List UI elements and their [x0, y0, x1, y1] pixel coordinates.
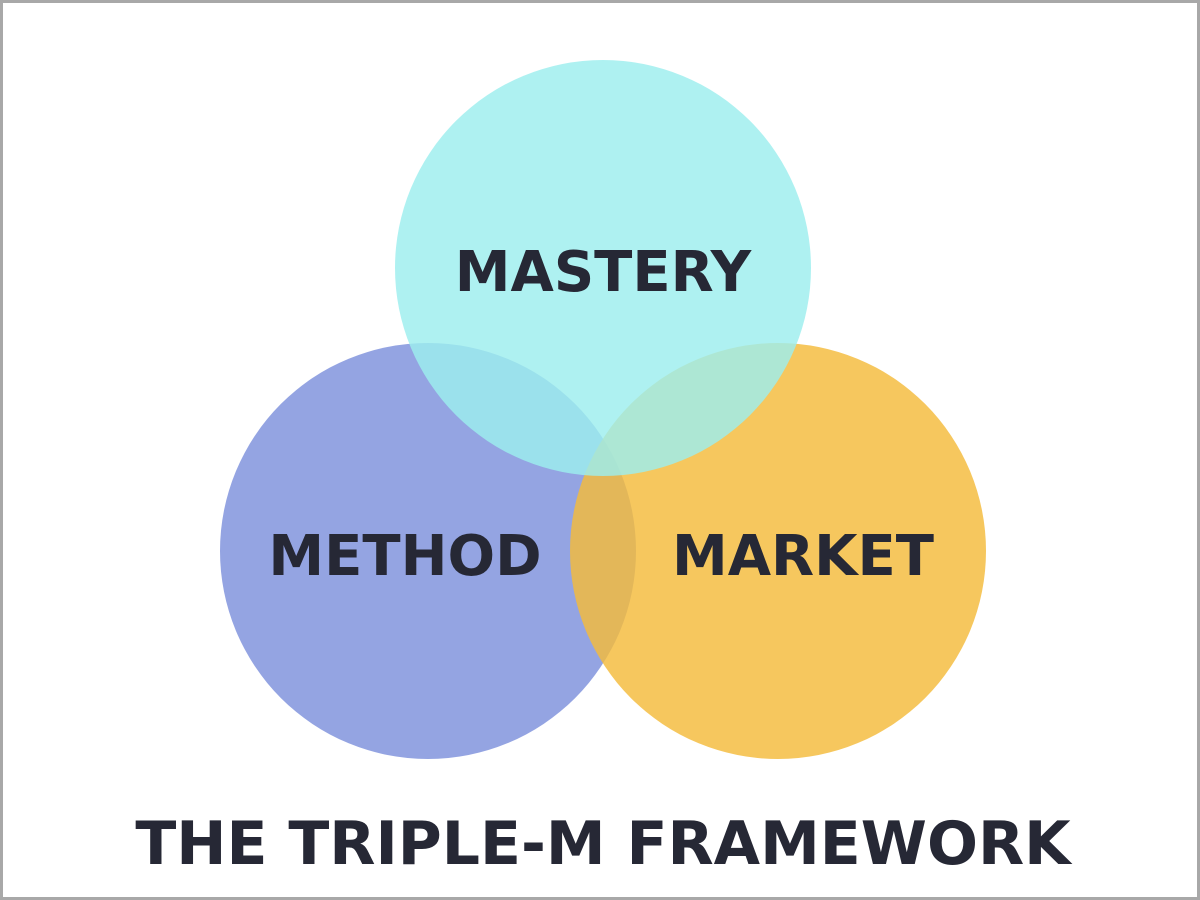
venn-label-market: MARKET — [672, 524, 934, 589]
venn-label-method: METHOD — [268, 524, 541, 589]
venn-label-mastery: MASTERY — [455, 240, 753, 305]
venn-diagram: MASTERY METHOD MARKET — [220, 60, 986, 759]
diagram-title: THE TRIPLE-M FRAMEWORK — [135, 809, 1071, 879]
venn-circle-mastery — [395, 60, 811, 476]
